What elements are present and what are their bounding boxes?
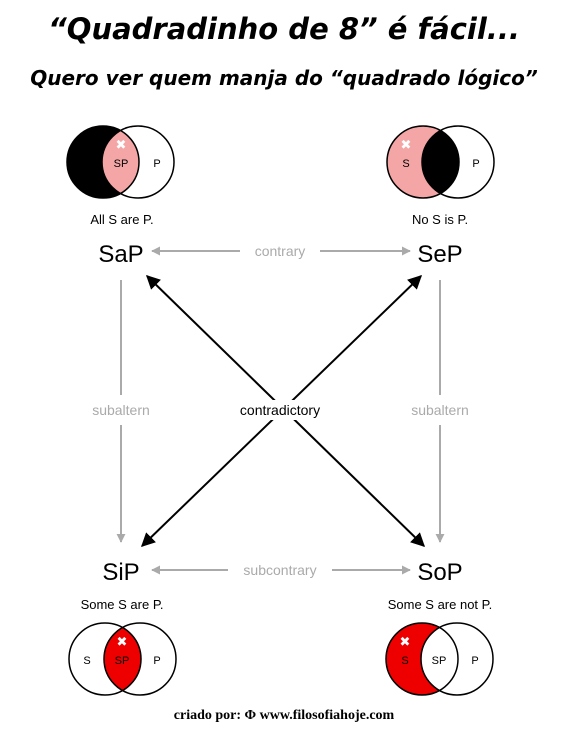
venn-sip-left-label: S [83,655,90,667]
venn-sap: ✖ SP P [66,125,175,199]
venn-sep: ✖ S P [386,125,495,199]
sap-caption: All S are P. [90,212,153,227]
sip-label: SiP [102,559,139,586]
venn-sip: ✖ S SP P [68,622,177,696]
venn-sap-right-label: P [153,158,160,170]
subcontrary-label: subcontrary [243,562,316,578]
venn-sop-left-label: S [401,655,408,667]
contradictory-label: contradictory [240,402,320,418]
venn-sop: ✖ S SP P [385,622,494,696]
venn-sip-mid-label: SP [115,655,130,667]
subaltern-left-label: subaltern [92,402,150,418]
venn-sop-mid-label: SP [432,655,447,667]
sop-label: SoP [417,559,462,586]
cross-mark-icon: ✖ [400,635,411,650]
venn-sep-left-label: S [402,158,409,170]
venn-sep-right-label: P [472,158,479,170]
venn-sop-right-label: P [471,655,478,667]
sop-caption: Some S are not P. [388,597,493,612]
subaltern-right-label: subaltern [411,402,469,418]
venn-sip-right-label: P [153,655,160,667]
cross-mark-icon: ✖ [401,138,412,153]
cross-mark-icon: ✖ [116,138,127,153]
sip-caption: Some S are P. [81,597,164,612]
page-subtitle: Quero ver quem manja do “quadrado lógico… [30,66,538,90]
venn-sap-mid-label: SP [114,158,129,170]
cross-mark-icon: ✖ [117,635,128,650]
contrary-label: contrary [255,243,306,259]
sap-label: SaP [98,241,143,268]
page-title: “Quadradinho de 8” é fácil... [48,12,520,46]
sep-label: SeP [417,241,462,268]
sep-caption: No S is P. [412,212,468,227]
credit-line: criado por: Φ www.filosofiahoje.com [173,708,395,723]
